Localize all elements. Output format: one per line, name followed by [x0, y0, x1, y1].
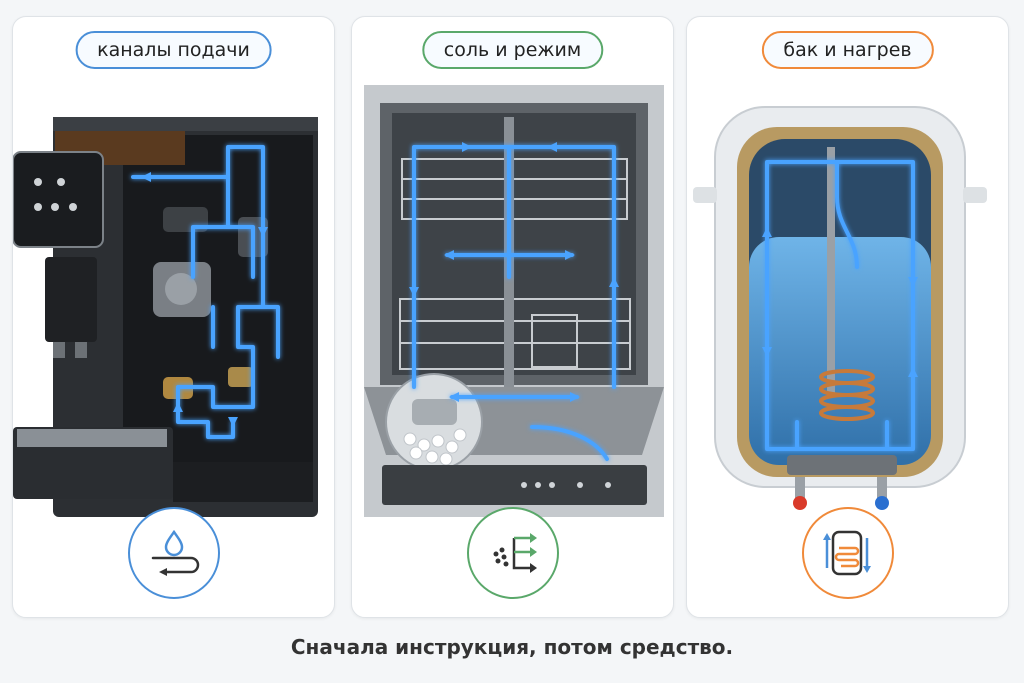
tank-heating-icon-badge [801, 507, 894, 599]
dishwasher-card: соль и режим [351, 16, 674, 618]
feed-channels-label: каналы подачи [75, 31, 272, 69]
water-drop-pipe-icon [151, 529, 199, 576]
salt-branch-arrows-icon [493, 533, 537, 573]
water-heater-card: бак и нагрев [686, 16, 1009, 618]
dishwasher-flow-path [412, 145, 616, 461]
caption: Сначала инструкция, потом средство. [290, 635, 734, 659]
heater-flow-path [765, 160, 915, 451]
salt-mode-icon-badge [466, 507, 559, 599]
coffee-machine-cutaway-illustration [13, 117, 318, 517]
water-heater-cutaway-illustration [693, 106, 987, 510]
coffee-machine-card: каналы подачи [12, 16, 335, 618]
feed-channels-icon-badge [127, 507, 220, 599]
tank-and-heating-label: бак и нагрев [761, 31, 934, 69]
tank-heater-icon [822, 530, 871, 576]
salt-and-mode-label: соль и режим [421, 31, 604, 69]
dishwasher-cutaway-illustration [364, 85, 664, 517]
coffee-flow-path [131, 145, 280, 439]
